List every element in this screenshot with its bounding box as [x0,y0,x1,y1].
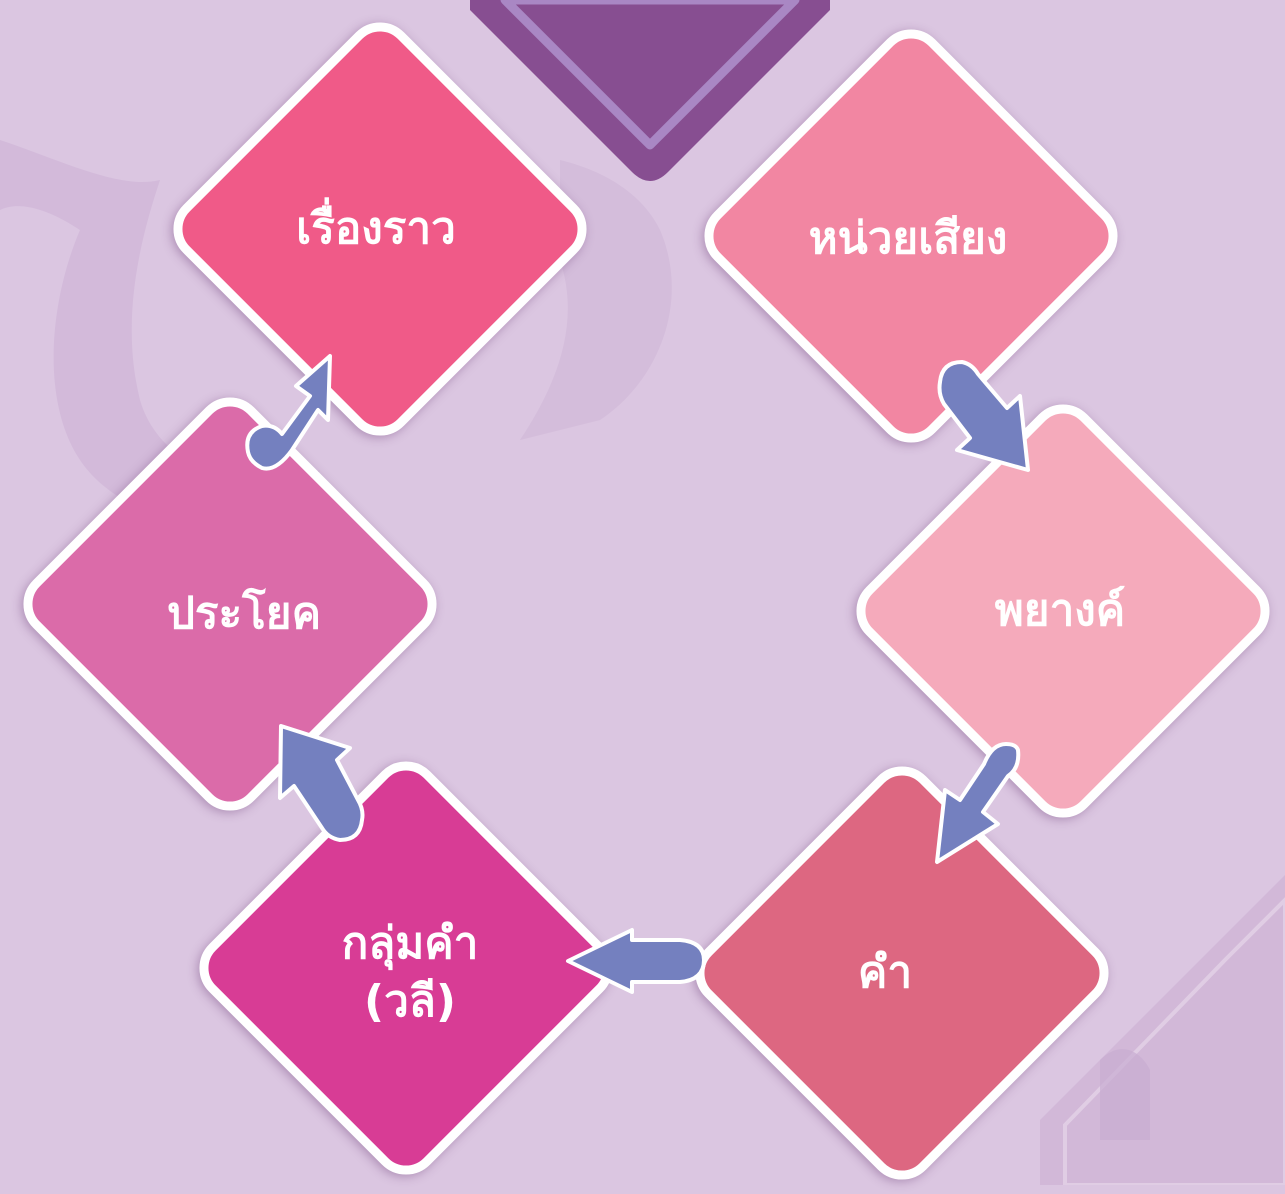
node-label-story: เรื่องราว [296,203,456,254]
node-label-phrase: กลุ่มคำ (วลี) [341,918,479,1027]
node-label-phoneme: หน่วยเสียง [808,213,1008,264]
node-label-word: คำ [857,947,913,998]
node-label-syllable: พยางค์ [994,585,1126,636]
node-label-sentence: ประโยค [166,588,322,639]
